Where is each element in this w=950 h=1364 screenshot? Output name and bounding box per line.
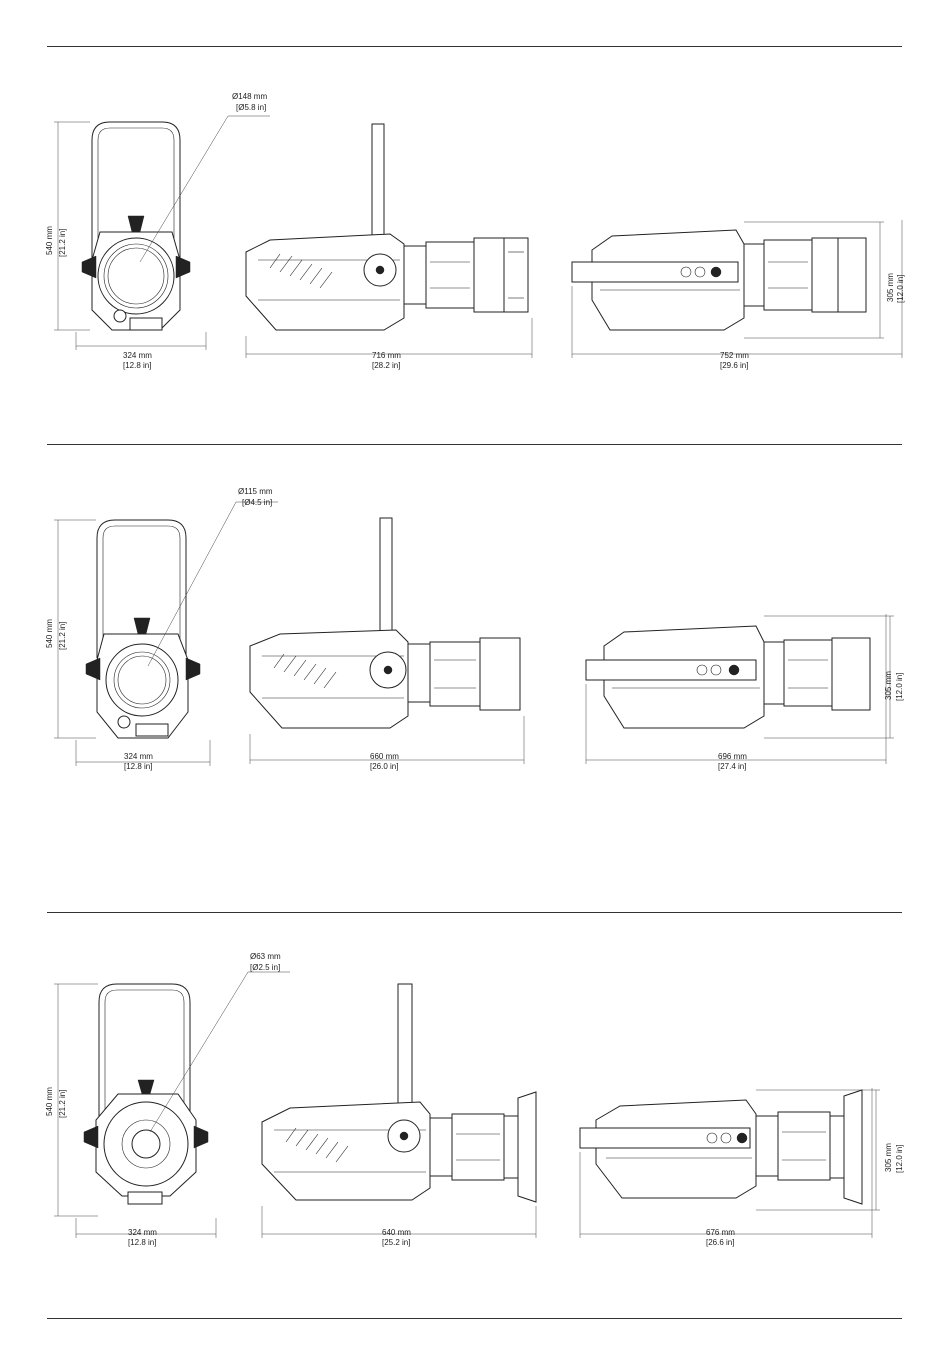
- height-label-in: [21.2 in]: [58, 622, 67, 650]
- row-1-drawing: Ø148 mm [Ø5.8 in] 540 mm [21.2 in] 324 m…: [45, 92, 905, 370]
- side-length-label-in: [25.2 in]: [382, 1238, 410, 1247]
- divider-rule: [47, 444, 902, 445]
- side-length-label: 716 mm: [372, 351, 401, 360]
- rear-view: [579, 1089, 863, 1205]
- rear-length-label-in: [29.6 in]: [720, 361, 748, 370]
- height-label: 540 mm: [45, 1087, 54, 1116]
- diameter-label: Ø115 mm: [238, 487, 273, 496]
- rear-length-label: 696 mm: [718, 752, 747, 761]
- front-width-label-in: [12.8 in]: [128, 1238, 156, 1247]
- row-3-drawing: Ø63 mm [Ø2.5 in] 540 mm [21.2 in] 324 mm…: [45, 952, 904, 1247]
- height-label-in: [21.2 in]: [58, 229, 67, 257]
- fixture-row-2: Ø115 mm [Ø4.5 in] 540 mm [21.2 in] 324 m…: [0, 398, 950, 866]
- diameter-label-in: [Ø4.5 in]: [242, 498, 272, 507]
- front-width-label: 324 mm: [123, 351, 152, 360]
- fixture-row-3: Ø63 mm [Ø2.5 in] 540 mm [21.2 in] 324 mm…: [0, 866, 950, 1318]
- side-view: [245, 123, 529, 331]
- divider-rule: [47, 46, 902, 47]
- front-width-label-in: [12.8 in]: [123, 361, 151, 370]
- side-length-label: 640 mm: [382, 1228, 411, 1237]
- rear-length-label-in: [26.6 in]: [706, 1238, 734, 1247]
- divider-rule: [47, 912, 902, 913]
- front-view: [83, 983, 209, 1205]
- divider-rule: [47, 1318, 902, 1319]
- front-width-label: 324 mm: [128, 1228, 157, 1237]
- front-width-label-in: [12.8 in]: [124, 762, 152, 771]
- side-length-label-in: [26.0 in]: [370, 762, 398, 771]
- front-view: [81, 121, 191, 331]
- rear-height-label-in: [12.0 in]: [895, 1145, 904, 1173]
- rear-length-label: 752 mm: [720, 351, 749, 360]
- diameter-label-in: [Ø5.8 in]: [236, 103, 266, 112]
- rear-height-label: 305 mm: [884, 671, 893, 700]
- front-width-label: 324 mm: [124, 752, 153, 761]
- diameter-label-in: [Ø2.5 in]: [250, 963, 280, 972]
- side-length-label: 660 mm: [370, 752, 399, 761]
- rear-length-label: 676 mm: [706, 1228, 735, 1237]
- height-label: 540 mm: [45, 226, 54, 255]
- rear-height-label: 305 mm: [886, 273, 895, 302]
- rear-height-label: 305 mm: [884, 1143, 893, 1172]
- rear-height-label-in: [12.0 in]: [895, 673, 904, 701]
- front-view: [85, 519, 201, 739]
- side-view: [249, 517, 521, 729]
- rear-height-label-in: [12.0 in]: [896, 275, 905, 303]
- height-label: 540 mm: [45, 619, 54, 648]
- diameter-label: Ø63 mm: [250, 952, 281, 961]
- rear-length-label-in: [27.4 in]: [718, 762, 746, 771]
- side-view: [261, 983, 537, 1203]
- diameter-label: Ø148 mm: [232, 92, 267, 101]
- row-2-drawing: Ø115 mm [Ø4.5 in] 540 mm [21.2 in] 324 m…: [45, 487, 904, 771]
- side-length-label-in: [28.2 in]: [372, 361, 400, 370]
- rear-view: [585, 625, 871, 729]
- height-label-in: [21.2 in]: [58, 1090, 67, 1118]
- fixture-row-1: Ø148 mm [Ø5.8 in] 540 mm [21.2 in] 324 m…: [0, 0, 950, 444]
- rear-view: [571, 229, 867, 331]
